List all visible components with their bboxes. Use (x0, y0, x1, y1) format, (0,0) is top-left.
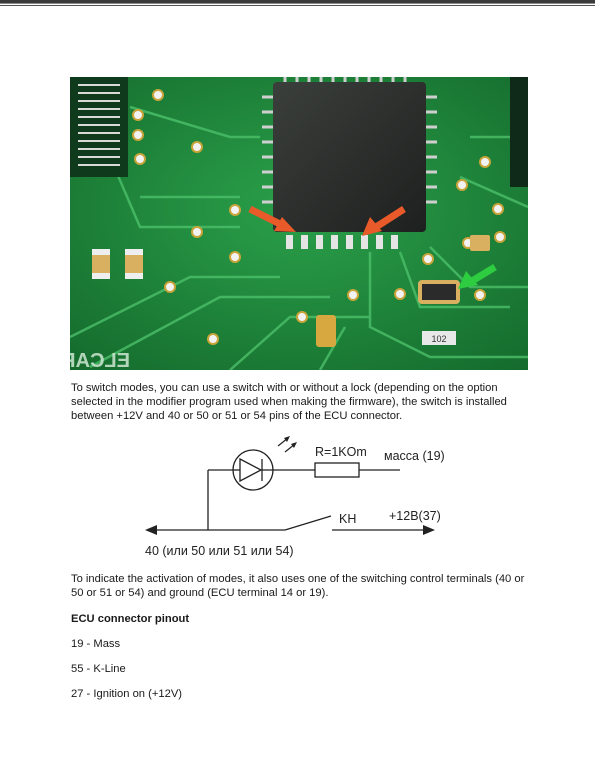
silkscreen-text: ELCAR (70, 350, 130, 370)
indication-paragraph: To indicate the activation of modes, it … (71, 573, 525, 599)
resistor-symbol (314, 462, 360, 478)
page-header-bar (0, 0, 595, 8)
pinout-item: 27 - Ignition on (+12V) (71, 688, 183, 700)
switch-wiring-diagram: R=1KOm масса (19) KH +12B(37) 40 (или 50… (145, 436, 445, 558)
red-arrow-right (362, 206, 406, 236)
resistor-label: R=1KOm (315, 445, 367, 459)
red-arrow-left (248, 205, 296, 232)
mass-label: масса (19) (384, 449, 445, 463)
switch-symbol (284, 515, 332, 531)
circuit-board-photo: 102 ELCAR (70, 77, 528, 370)
pinout-item: 55 - K-Line (71, 663, 126, 675)
right-arrowhead (423, 525, 435, 535)
left-arrowhead (145, 525, 157, 535)
pinout-heading: ECU connector pinout (71, 613, 190, 625)
green-arrow (458, 264, 497, 289)
mode-switch-paragraph: To switch modes, you can use a switch wi… (71, 382, 507, 422)
switch-label: KH (339, 512, 356, 526)
power-label: +12B(37) (389, 509, 441, 523)
pinout-item: 19 - Mass (71, 638, 121, 650)
led-symbol (232, 436, 297, 491)
chip-marking: 102 (431, 334, 446, 344)
pins-label: 40 (или 50 или 51 или 54) (145, 544, 294, 558)
